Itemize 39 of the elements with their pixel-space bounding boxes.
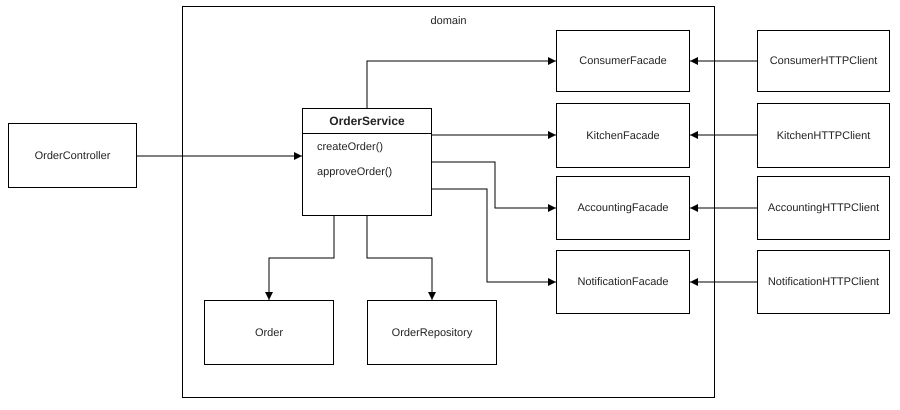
component-label: NotificationFacade	[577, 276, 669, 288]
arrow	[366, 57, 556, 108]
group-frame	[182, 6, 715, 398]
component-label: AccountingHTTPClient	[768, 202, 880, 214]
component-label: KitchenFacade	[586, 130, 660, 142]
component-box	[8, 123, 137, 188]
component-box	[204, 300, 334, 365]
component-box	[556, 103, 690, 168]
component-label: OrderRepository	[392, 326, 472, 338]
arrow	[690, 204, 758, 212]
arrow	[690, 131, 758, 139]
component-label: NotificationHTTPClient	[768, 276, 880, 288]
component-box	[367, 300, 497, 365]
component-label: AccountingFacade	[577, 202, 669, 214]
component-box	[757, 103, 890, 168]
arrow	[432, 162, 556, 212]
arrow	[690, 57, 758, 65]
arrow	[366, 216, 436, 300]
component-box	[757, 176, 890, 240]
component-box	[556, 250, 690, 314]
arrow	[432, 131, 556, 139]
class-name: OrderService	[329, 114, 405, 128]
arrow	[265, 216, 334, 300]
method-name: createOrder()	[317, 141, 384, 153]
component-label: ConsumerHTTPClient	[770, 55, 878, 67]
arrow	[432, 188, 556, 286]
arrow	[690, 278, 758, 286]
component-box	[757, 30, 890, 92]
component-box	[757, 250, 890, 314]
component-box	[556, 176, 690, 240]
component-label: Order	[254, 326, 284, 338]
arrow	[136, 152, 302, 160]
component-label: KitchenHTTPClient	[776, 130, 870, 142]
component-box	[556, 30, 690, 92]
class-box	[302, 108, 432, 216]
method-name: approveOrder()	[317, 166, 394, 178]
group-label: domain	[430, 15, 467, 27]
component-label: OrderController	[34, 150, 110, 162]
component-label: ConsumerFacade	[579, 55, 667, 67]
